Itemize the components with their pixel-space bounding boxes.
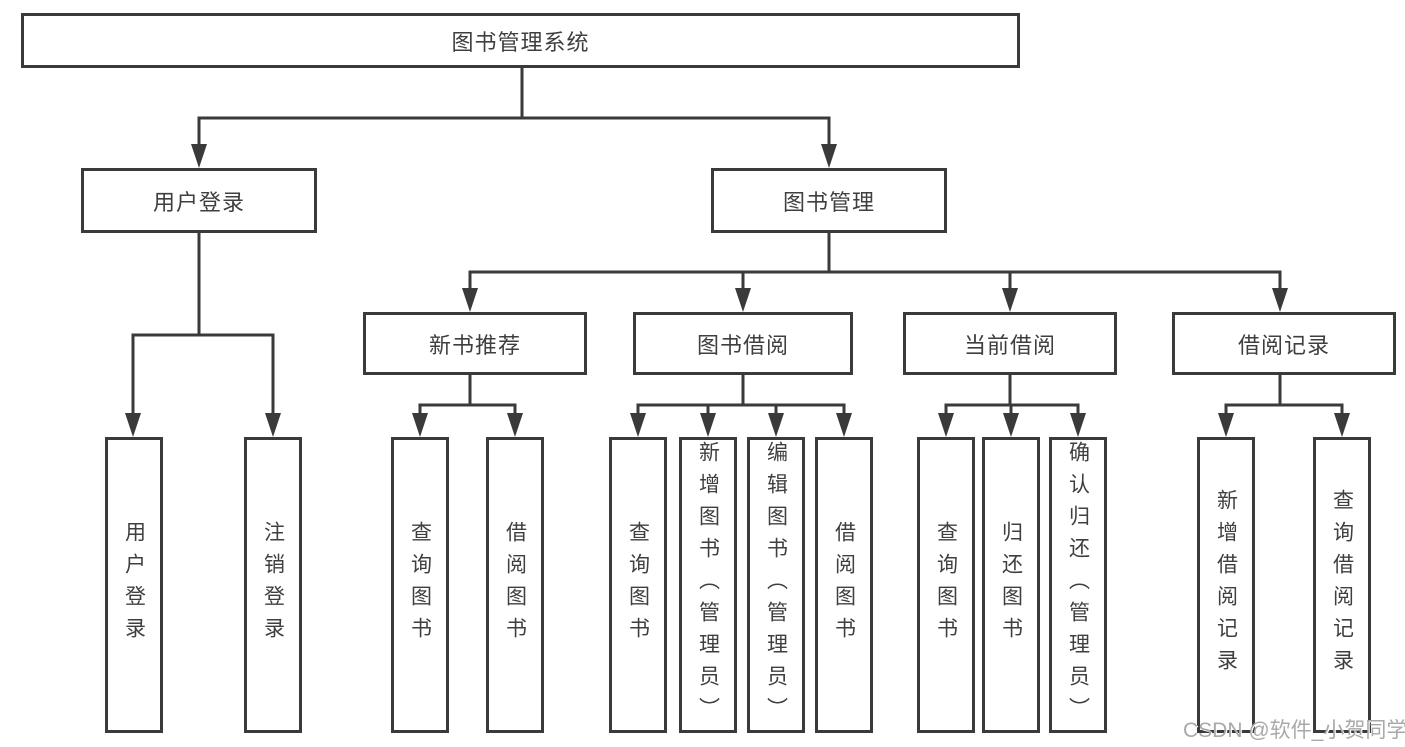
leaf-current-query: 查询图书: [917, 437, 975, 733]
leaf-label: 编辑图书（管理员）: [764, 441, 788, 729]
branch-current-borrow: [938, 375, 1086, 437]
branch-user-login: [125, 233, 281, 437]
leaf-label: 归还图书: [999, 521, 1023, 649]
leaf-borrow-edit-admin: 编辑图书（管理员）: [747, 437, 805, 733]
node-new-book-recommend: 新书推荐: [363, 312, 587, 375]
leaf-label: 查询图书: [626, 521, 650, 649]
node-label: 图书借阅: [696, 332, 789, 358]
node-label: 当前借阅: [963, 332, 1056, 358]
leaf-label: 用户登录: [122, 521, 146, 649]
node-library-system: 图书管理系统: [21, 13, 1020, 68]
branch-borrow-records: [1218, 375, 1350, 437]
csdn-watermark: CSDN @软件_小贺同学: [1183, 719, 1405, 742]
leaf-newbook-borrow: 借阅图书: [486, 437, 544, 733]
node-label: 用户登录: [152, 189, 245, 215]
branch-book-borrow: [630, 375, 852, 437]
leaf-label: 借阅图书: [503, 521, 527, 649]
leaf-current-confirm-admin: 确认归还（管理员）: [1049, 437, 1107, 733]
leaf-label: 新增借阅记录: [1214, 489, 1238, 681]
branch-new-book: [412, 375, 523, 437]
node-borrow-records: 借阅记录: [1172, 312, 1396, 375]
node-current-borrow: 当前借阅: [903, 312, 1117, 375]
leaf-newbook-query: 查询图书: [391, 437, 449, 733]
leaf-label: 借阅图书: [832, 521, 856, 649]
node-label: 图书管理: [782, 189, 875, 215]
leaf-label: 确认归还（管理员）: [1066, 441, 1090, 729]
leaf-borrow-book: 借阅图书: [815, 437, 873, 733]
node-book-management: 图书管理: [711, 168, 947, 233]
node-user-login-group: 用户登录: [81, 168, 317, 233]
leaf-label: 查询图书: [934, 521, 958, 649]
leaf-label: 查询图书: [408, 521, 432, 649]
leaf-records-add: 新增借阅记录: [1197, 437, 1255, 733]
branch-root: [191, 68, 837, 168]
node-label: 新书推荐: [428, 332, 521, 358]
leaf-label: 注销登录: [261, 521, 285, 649]
leaf-label: 查询借阅记录: [1330, 489, 1354, 681]
leaf-borrow-query: 查询图书: [609, 437, 667, 733]
leaf-borrow-add-admin: 新增图书（管理员）: [679, 437, 737, 733]
leaf-label: 新增图书（管理员）: [696, 441, 720, 729]
node-label: 借阅记录: [1237, 332, 1330, 358]
leaf-logout: 注销登录: [244, 437, 302, 733]
branch-book-management: [462, 233, 1288, 312]
leaf-user-login: 用户登录: [105, 437, 163, 733]
leaf-records-query: 查询借阅记录: [1313, 437, 1371, 733]
node-book-borrow: 图书借阅: [633, 312, 853, 375]
leaf-current-return: 归还图书: [982, 437, 1040, 733]
node-label: 图书管理系统: [451, 29, 590, 55]
